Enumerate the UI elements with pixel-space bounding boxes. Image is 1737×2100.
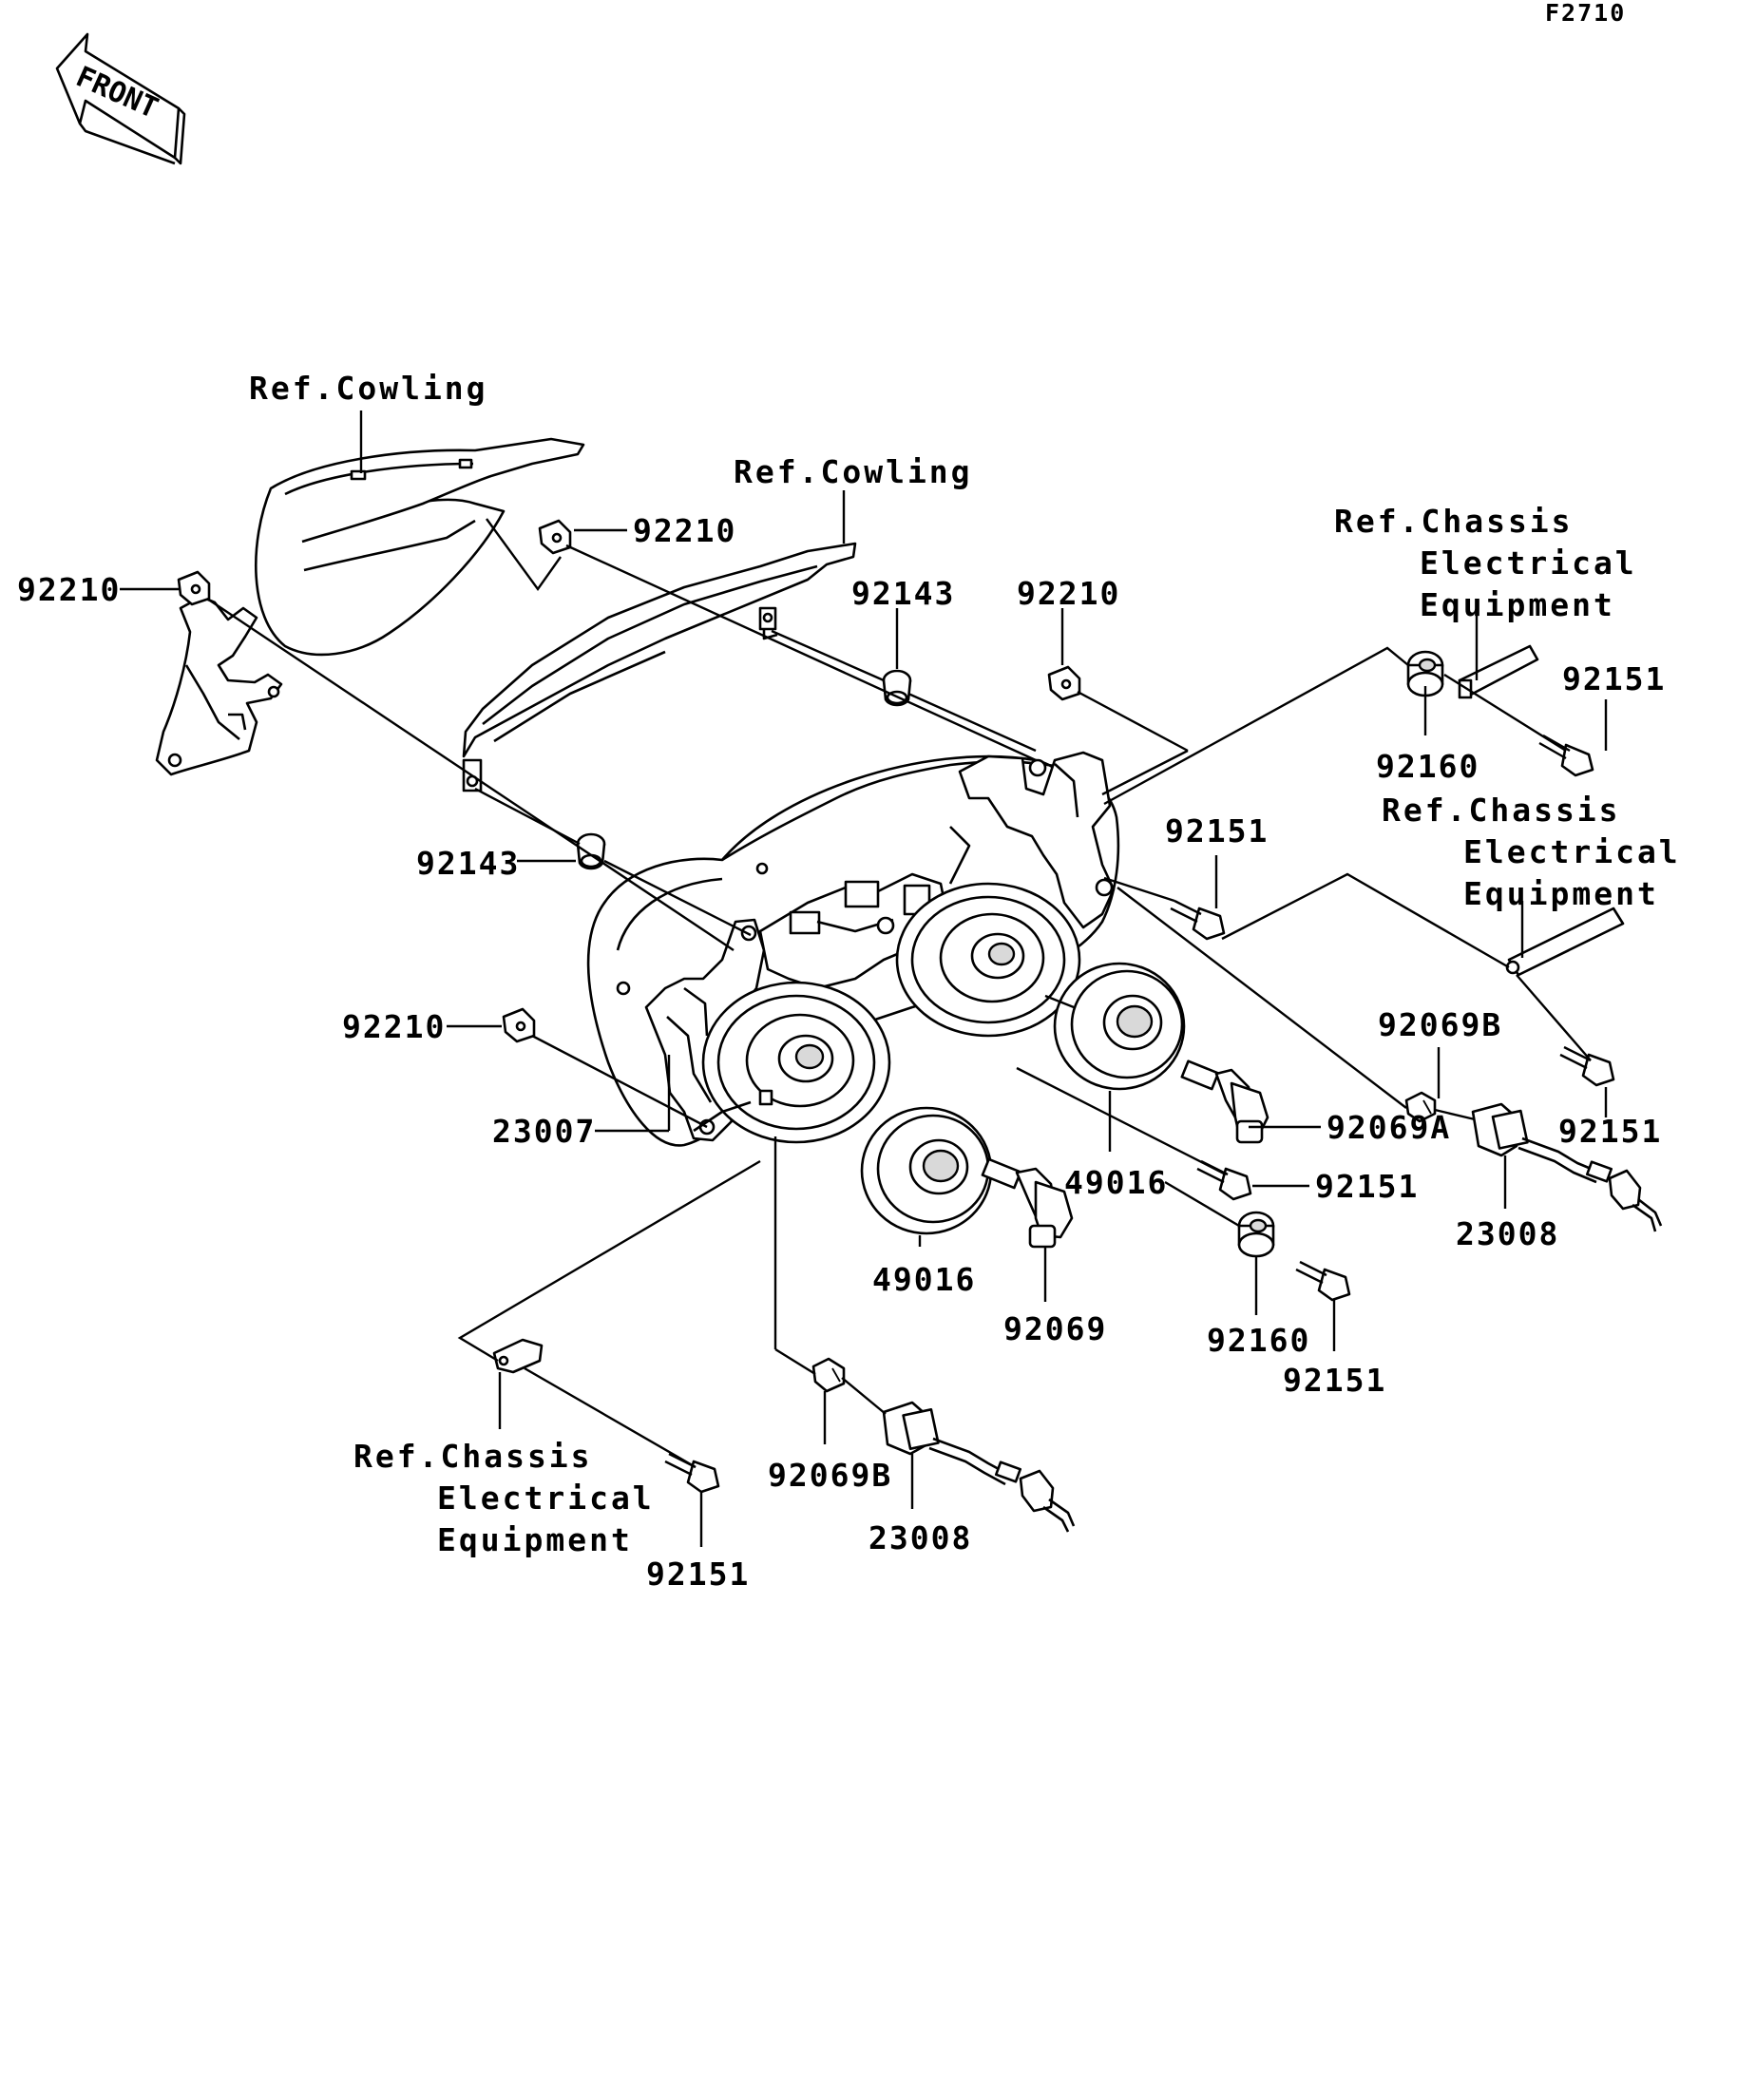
ref-chassis-bottom-line2: Electrical [437,1480,655,1517]
part-92210-left: 92210 [17,571,121,608]
chassis-stay-top [1458,644,1539,699]
socket-23008-right [1471,1102,1663,1232]
part-92210-top: 92210 [633,512,736,549]
part-92069: 92069 [1003,1310,1107,1347]
part-23008-bottom: 23008 [868,1519,972,1556]
clip-92210-top [538,519,572,555]
ref-chassis-top-line1: Ref.Chassis [1334,503,1574,540]
ref-chassis-top-line3: Equipment [1420,586,1615,623]
middle-cowling-stay [462,542,857,792]
chassis-stay-mid [1505,907,1625,977]
leader-lines [120,410,1608,1547]
bulb-92069B-bottom [811,1357,846,1393]
clip-92210-left [177,570,211,606]
part-92069A: 92069A [1327,1109,1451,1146]
part-92151-right: 92151 [1558,1113,1662,1150]
part-92151-bottom: 92151 [646,1556,750,1593]
part-23007: 23007 [492,1113,596,1150]
ref-chassis-mid-line3: Equipment [1463,875,1659,912]
part-92151-lowright: 92151 [1283,1362,1386,1399]
grommet-92160-bottom [1237,1211,1275,1258]
part-92151-mid: 92151 [1315,1168,1419,1205]
ref-chassis-bottom-line3: Equipment [437,1521,633,1558]
part-92143-left: 92143 [416,845,520,882]
dust-cover-49016-right [1053,962,1186,1091]
upper-cowling-part [155,437,585,776]
ref-chassis-bottom-line1: Ref.Chassis [353,1438,593,1475]
part-92160-top: 92160 [1376,748,1479,785]
front-arrow-icon: FRONT [55,32,186,165]
ref-chassis-top-line2: Electrical [1420,544,1637,582]
part-92151-center: 92151 [1165,812,1269,850]
collar-92143-left [576,832,606,870]
dust-cover-49016-left [860,1106,993,1235]
part-92069B-bottom: 92069B [768,1457,892,1494]
bolt-92151-center [1170,899,1226,941]
part-92210-right: 92210 [1017,575,1120,612]
part-92210-lower: 92210 [342,1008,446,1045]
bulb-92069A [1180,1060,1269,1144]
bulb-92069B-right [1404,1091,1437,1123]
diagram-code: F2710 [1545,0,1626,27]
part-92151-top: 92151 [1562,660,1666,697]
ref-cowling-middle-label: Ref.Cowling [734,453,973,490]
part-92143-top: 92143 [851,575,955,612]
bolt-92151-lowright [1295,1260,1351,1302]
bolt-92151-top [1538,734,1594,777]
bolt-92151-mid [1196,1159,1252,1201]
part-92069B-right: 92069B [1378,1006,1502,1043]
ref-chassis-mid-line2: Electrical [1463,833,1681,870]
clip-92210-right [1047,665,1081,701]
part-92160-bottom: 92160 [1207,1322,1310,1359]
part-49016-left: 49016 [872,1261,976,1298]
bolt-92151-bottom [664,1452,720,1494]
bulb-92069 [981,1157,1074,1249]
part-49016-right: 49016 [1064,1164,1168,1201]
ref-cowling-upper-label: Ref.Cowling [249,370,488,407]
ref-chassis-mid-line1: Ref.Chassis [1382,792,1621,829]
chassis-stay-bottom [492,1338,544,1374]
headlight-assembly-23007 [586,751,1120,1147]
clip-92210-lower [502,1007,536,1043]
part-23008-right: 23008 [1456,1215,1559,1252]
socket-23008-bottom [882,1401,1076,1533]
bolt-92151-right [1559,1045,1615,1087]
